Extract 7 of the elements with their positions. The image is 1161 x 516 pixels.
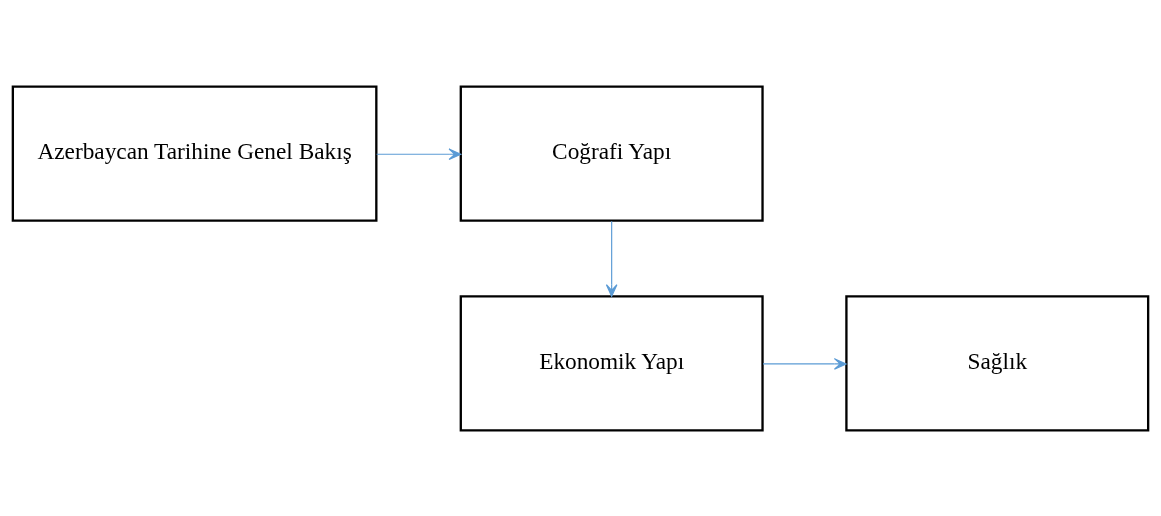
arrow (376, 147, 462, 160)
arrow (605, 220, 618, 297)
node-box: Sağlık (845, 294, 1150, 431)
node-box: Ekonomik Yapı (459, 294, 764, 431)
node-box: Azerbaycan Tarihine Genel Bakış (11, 85, 378, 222)
arrow (762, 357, 847, 370)
node-box: Coğrafi Yapı (459, 85, 764, 222)
